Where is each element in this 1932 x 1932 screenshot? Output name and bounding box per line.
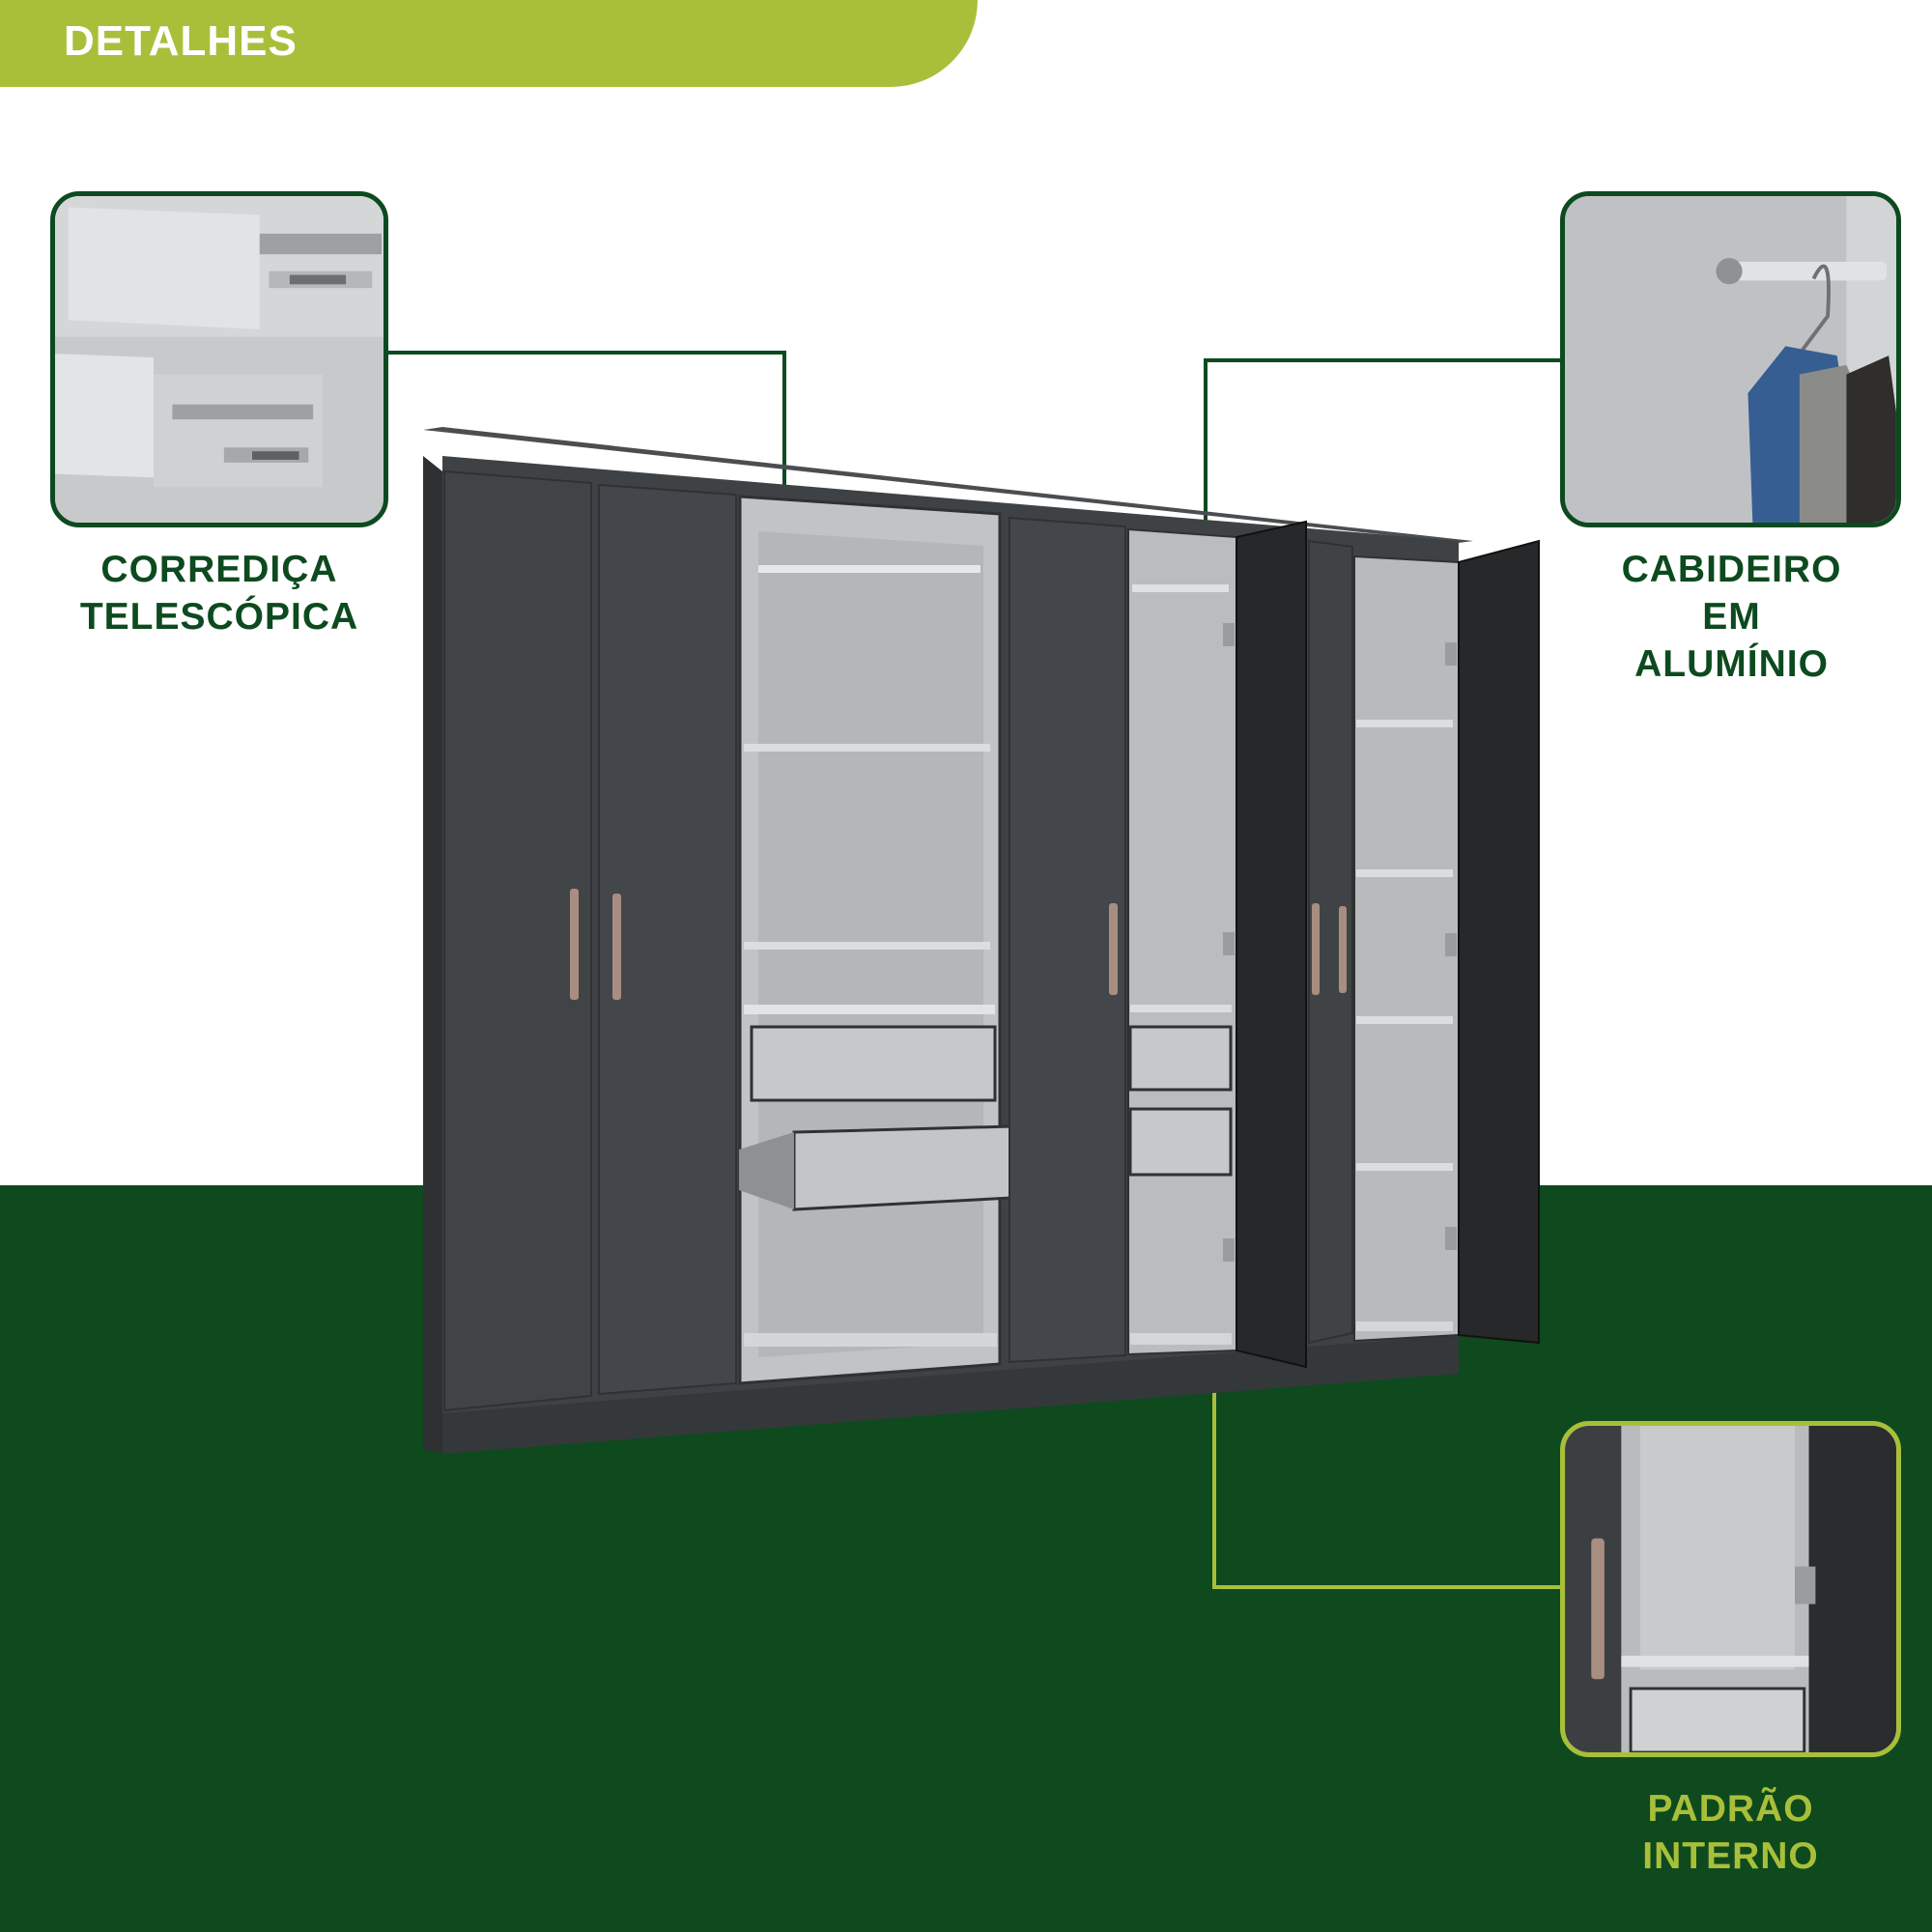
callout-interior-image [1560, 1421, 1901, 1757]
label-hanger: CABIDEIRO EM ALUMÍNIO [1555, 546, 1908, 688]
label-hanger-line2: EM [1702, 596, 1761, 638]
shelf-compartment [1353, 554, 1460, 1343]
hanging-rail [758, 565, 980, 573]
label-interior: PADRÃO INTERNO [1560, 1785, 1901, 1880]
shelf [1356, 869, 1453, 877]
door-handle [1339, 906, 1347, 993]
interior-pattern-icon [1565, 1426, 1896, 1752]
label-interior-line1: PADRÃO [1647, 1788, 1814, 1830]
door-handle [1109, 903, 1118, 995]
label-interior-line2: INTERNO [1642, 1835, 1819, 1877]
drawer [1128, 1107, 1233, 1177]
wardrobe-top [423, 427, 1473, 543]
door-2 [598, 483, 737, 1396]
shelf [744, 1333, 997, 1347]
drawer-open-side [739, 1132, 794, 1209]
door-1 [443, 469, 592, 1412]
door-handle [612, 894, 621, 1000]
shelf [1130, 1333, 1232, 1345]
shelf [744, 744, 990, 752]
door-6-open [1458, 539, 1540, 1345]
door-handle [1312, 903, 1320, 995]
door-hinge [1445, 642, 1457, 666]
right-compartment [1127, 527, 1237, 1356]
door-4-open [1236, 520, 1307, 1369]
door-hinge [1223, 1238, 1235, 1262]
section-banner: DETALHES [0, 0, 978, 87]
door-hinge [1223, 623, 1235, 646]
label-slide: CORREDIÇA TELESCÓPICA [50, 546, 388, 640]
door-hinge [1445, 1227, 1457, 1250]
label-hanger-line1: CABIDEIRO [1621, 549, 1842, 590]
callout-hanger-image [1560, 191, 1901, 527]
door-handle [570, 889, 579, 1000]
shelf [1356, 1016, 1453, 1024]
hanger-rail-icon [1565, 196, 1896, 523]
door-5 [1308, 539, 1353, 1345]
door-hinge [1445, 933, 1457, 956]
shelf [1356, 1321, 1453, 1331]
shelf [1130, 1005, 1232, 1012]
drawer-slide-icon [55, 196, 384, 523]
wardrobe-plinth [442, 1335, 1459, 1454]
wardrobe-side [423, 456, 442, 1454]
door-3 [1009, 516, 1126, 1364]
label-slide-line2: TELESCÓPICA [79, 596, 359, 638]
door-hinge [1223, 932, 1235, 955]
banner-title: DETALHES [64, 17, 298, 65]
label-hanger-line3: ALUMÍNIO [1634, 643, 1829, 685]
drawer-upper [750, 1025, 997, 1102]
hanging-rail [1132, 584, 1229, 592]
shelf [1356, 720, 1453, 727]
shelf [1356, 1163, 1453, 1171]
shelf [744, 1005, 995, 1014]
connector-hanger [1204, 358, 1563, 580]
label-slide-line1: CORREDIÇA [100, 549, 338, 590]
drawer [1128, 1025, 1233, 1092]
shelf [744, 942, 990, 950]
callout-slide-image [50, 191, 388, 527]
